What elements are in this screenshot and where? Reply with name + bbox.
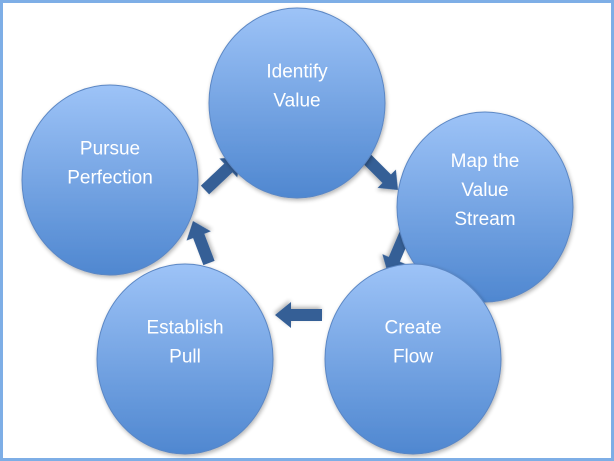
node-circle	[21, 84, 199, 276]
node-label-line: Pull	[169, 347, 201, 368]
node-circle	[208, 7, 386, 199]
node-label-line: Flow	[393, 347, 433, 368]
node-label-line: Map the	[451, 151, 520, 172]
arrow-identify-value-to-map-value-stream	[358, 150, 398, 190]
node-circle	[96, 263, 274, 455]
arrow-pursue-perfection-to-identify-value	[200, 157, 240, 195]
node-circle	[324, 263, 502, 455]
arrow-establish-pull-to-pursue-perfection	[186, 221, 215, 266]
node-label-line: Pursue	[80, 139, 140, 160]
node-label-line: Perfection	[67, 168, 153, 189]
node-label-line: Create	[384, 318, 441, 339]
node-circle	[396, 111, 574, 303]
node-label-line: Value	[461, 180, 508, 201]
node-label-line: Identify	[266, 62, 328, 83]
node-label-line: Stream	[454, 209, 515, 230]
node-label-line: Establish	[146, 318, 223, 339]
arrow-create-flow-to-establish-pull	[275, 302, 322, 328]
node-label-line: Value	[273, 91, 320, 112]
